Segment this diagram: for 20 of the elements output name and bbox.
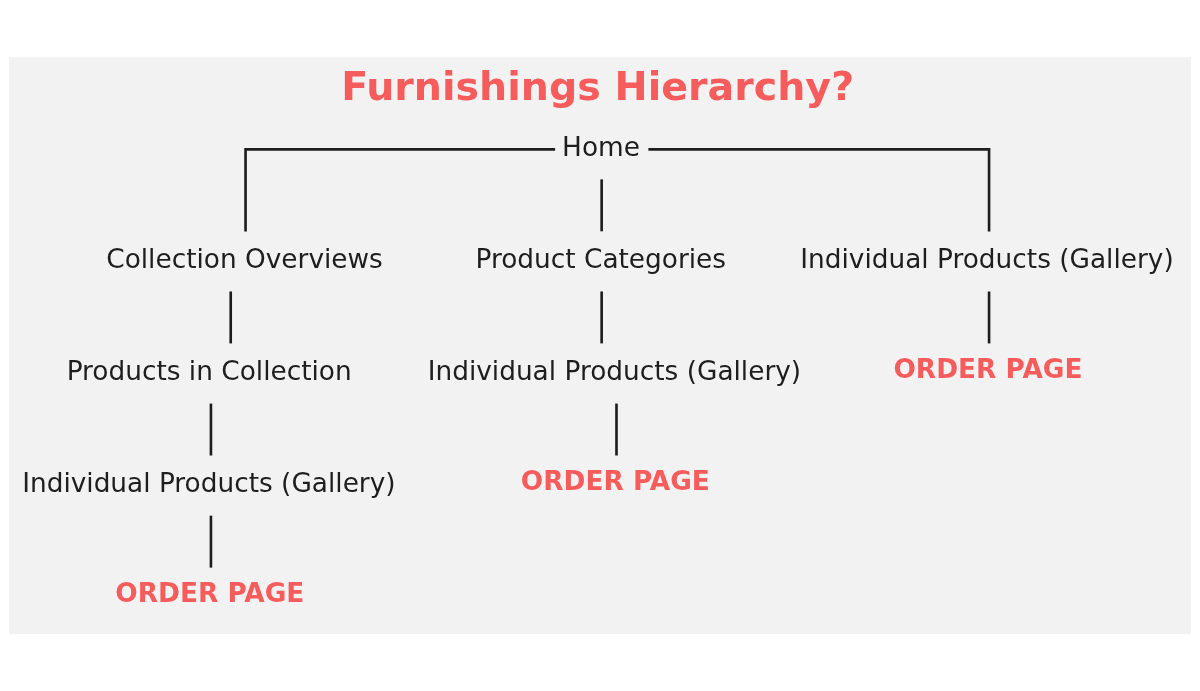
diagram-title: Furnishings Hierarchy?	[341, 63, 855, 110]
connector	[987, 291, 991, 344]
node-text: Home	[562, 131, 640, 162]
connector	[209, 515, 213, 568]
node-text: ORDER PAGE	[115, 578, 305, 609]
node-text: Individual Products (Gallery)	[22, 467, 396, 498]
connector	[648, 148, 991, 232]
node-text: Individual Products (Gallery)	[427, 355, 802, 386]
node-text: Collection Overviews	[106, 243, 383, 274]
connector	[209, 403, 213, 456]
node-text: Products in Collection	[66, 355, 352, 386]
node-text: Product Categories	[475, 243, 727, 274]
connector	[600, 179, 603, 232]
node-text: ORDER PAGE	[893, 354, 1083, 385]
connector	[244, 148, 556, 232]
connector	[615, 403, 618, 456]
connector	[600, 291, 603, 344]
connector	[229, 291, 233, 344]
node-text: Individual Products (Gallery)	[800, 243, 1174, 274]
node-text: ORDER PAGE	[520, 466, 710, 497]
